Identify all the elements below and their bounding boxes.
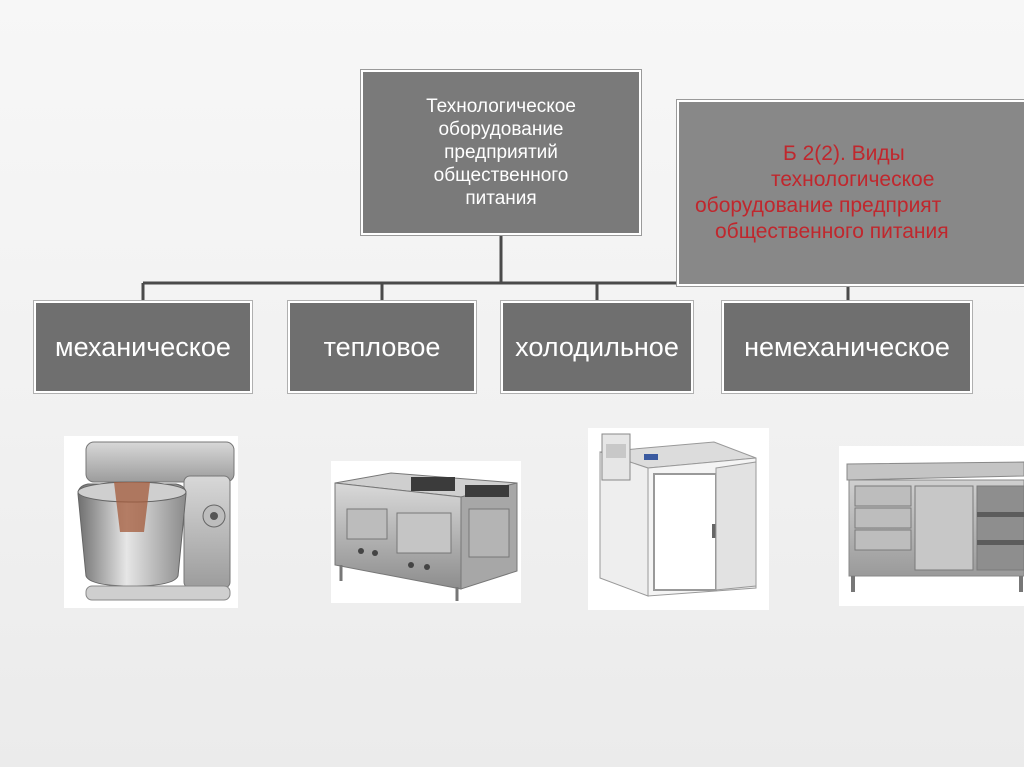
root-box: Технологическое оборудование предприятий…	[361, 70, 641, 235]
category-thermal: тепловое	[288, 301, 476, 393]
cold-room-photo	[588, 428, 769, 610]
note-line: оборудование предприят	[695, 193, 949, 219]
stand-mixer-photo	[64, 436, 238, 608]
note-line: общественного питания	[695, 219, 949, 245]
root-line: общественного	[426, 164, 576, 187]
note-line: технологическое	[695, 167, 949, 193]
slide-note-box: Б 2(2). Виды технологическое оборудовани…	[677, 100, 1024, 286]
category-non-mechanical: немеханическое	[722, 301, 972, 393]
root-line: питания	[426, 187, 576, 210]
cooking-range-photo	[331, 461, 521, 603]
steel-cabinet-table-photo	[839, 446, 1024, 606]
root-box-text: Технологическое оборудование предприятий…	[426, 95, 576, 210]
root-line: Технологическое	[426, 95, 576, 118]
root-line: оборудование	[426, 118, 576, 141]
category-label: механическое	[55, 330, 231, 364]
note-line: Б 2(2). Виды	[695, 141, 949, 167]
root-line: предприятий	[426, 141, 576, 164]
category-refrigeration: холодильное	[501, 301, 693, 393]
category-label: тепловое	[324, 330, 441, 364]
note-text: Б 2(2). Виды технологическое оборудовани…	[695, 141, 949, 245]
category-mechanical: механическое	[34, 301, 252, 393]
category-label: холодильное	[515, 330, 679, 364]
category-label: немеханическое	[744, 330, 950, 364]
